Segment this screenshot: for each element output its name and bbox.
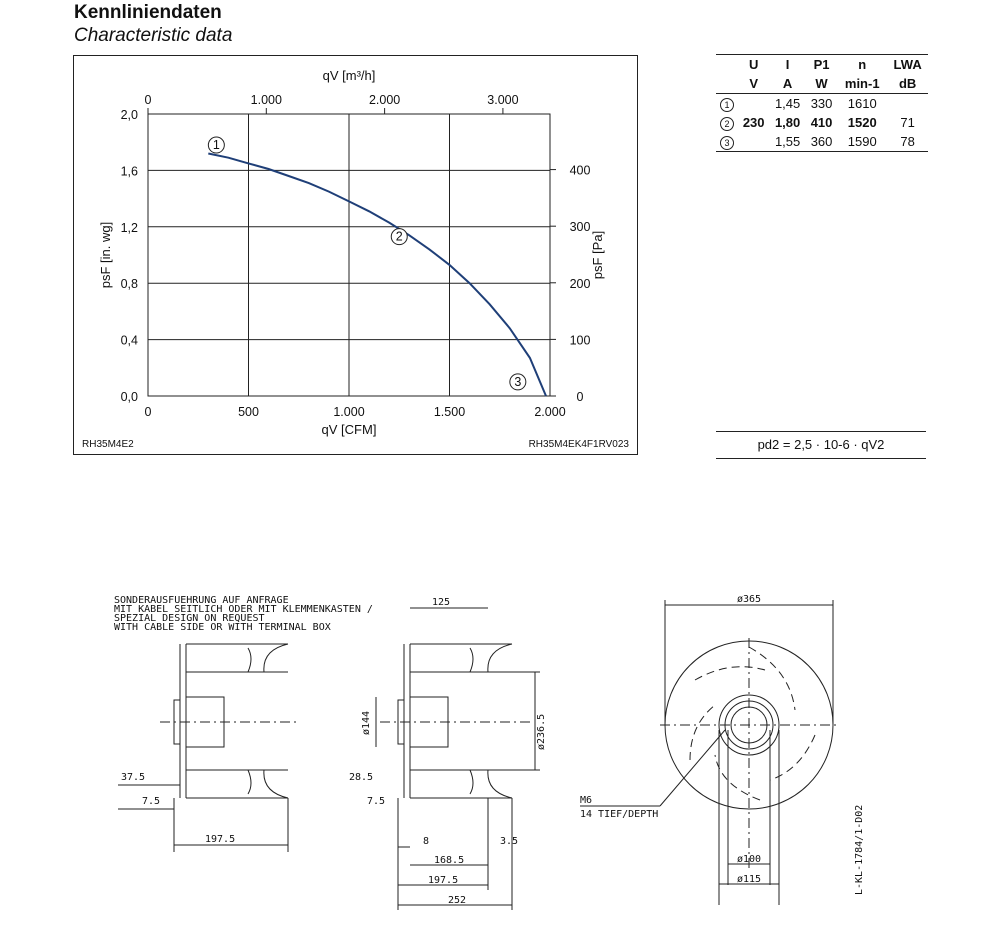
thread-depth-label: 14 TIEF/DEPTH [580, 809, 658, 820]
page-title-en: Characteristic data [74, 25, 233, 46]
dim-label: 197.5 [205, 834, 235, 845]
drawing-code: L-KL-1784/1-D02 [854, 805, 865, 895]
drawing-note-line: WITH CABLE SIDE OR WITH TERMINAL BOX [114, 622, 331, 633]
spec-unit-v: V [738, 74, 770, 94]
drawing-note-line: SONDERAUSFUEHRUNG AUF ANFRAGE [114, 595, 289, 606]
series-line [208, 152, 547, 397]
x-top-tick-label: 1.000 [251, 93, 282, 107]
spec-head-u: U [738, 54, 770, 74]
y-left-tick-label: 2,0 [121, 108, 138, 122]
thread-label: M6 [580, 795, 592, 806]
table-cell: 230 [742, 115, 765, 130]
table-cell [887, 94, 928, 114]
x-bottom-tick-label: 2.000 [534, 405, 565, 419]
dim-label: ø236.5 [536, 714, 547, 750]
point-marker [509, 373, 527, 391]
drawing-note-line: SPEZIAL DESIGN ON REQUEST [114, 613, 265, 624]
x-bottom-tick-label: 1.500 [434, 405, 465, 419]
dim-label: 7.5 [142, 796, 160, 807]
dim-label: ø365 [737, 594, 761, 605]
y-left-tick-label: 0,8 [121, 277, 138, 291]
table-cell: 1,80 [774, 115, 801, 130]
point-marker [207, 136, 225, 154]
spec-unit-db: dB [887, 74, 928, 94]
point-marker-label: 1 [213, 138, 220, 152]
spec-head-lwa: LWA [887, 54, 928, 74]
table-cell [738, 132, 770, 152]
x-bottom-tick-label: 0 [145, 405, 152, 419]
point-marker-icon: 3 [720, 135, 734, 150]
y-right-tick-label: 100 [570, 333, 591, 347]
dim-label: 8 [423, 836, 429, 847]
spec-unit-min: min-1 [837, 74, 888, 94]
table-cell: 1,55 [769, 132, 806, 152]
dimension-drawing: SONDERAUSFUEHRUNG AUF ANFRAGE MIT KABEL … [114, 594, 865, 910]
table-cell: 1610 [847, 96, 877, 111]
side-view-middle [375, 607, 540, 910]
dim-label: 3.5 [500, 836, 518, 847]
y-left-tick-label: 0,0 [121, 390, 138, 404]
x-top-axis-label: qV [m³/h] [323, 68, 376, 83]
dim-label: 125 [432, 597, 450, 608]
spec-table: U I P1 n LWA V A W min-1 dB 1 1,45 330 1… [716, 54, 928, 152]
spec-unit-w: W [805, 74, 838, 94]
dim-label: ø144 [361, 711, 372, 735]
y-left-tick-label: 0,4 [121, 334, 138, 348]
dim-label: 197.5 [428, 875, 458, 886]
chart-canvas: 0 500 1.000 1.500 2.000 0,0 0,4 0,8 1,2 1,6 2,0 0 1.… [98, 68, 605, 437]
table-cell: 71 [900, 115, 915, 130]
y-left-tick-label: 1,6 [121, 164, 138, 178]
spec-head-i: I [769, 54, 806, 74]
point-marker-icon: 2 [720, 116, 734, 131]
dim-label: 7.5 [367, 796, 385, 807]
y-left-tick-label: 1,2 [121, 221, 138, 235]
point-marker-label: 3 [514, 375, 521, 389]
y-right-tick-label: 0 [577, 390, 584, 404]
table-cell: 330 [810, 96, 833, 111]
dim-label: ø100 [737, 854, 761, 865]
x-top-tick-label: 2.000 [369, 93, 400, 107]
table-cell: 1590 [837, 132, 888, 152]
spec-head-n: n [837, 54, 888, 74]
point-marker-icon: 1 [720, 97, 734, 112]
table-cell: 1520 [847, 115, 877, 130]
dim-label: 37.5 [121, 772, 145, 783]
table-cell: 1,45 [774, 96, 801, 111]
y-left-axis-label: psF [in. wg] [98, 222, 113, 288]
spec-row-3: 3 1,55 360 1590 78 [716, 132, 928, 152]
spec-row-2: 2 230 1,80 410 1520 71 [716, 113, 928, 132]
y-right-tick-label: 300 [570, 220, 591, 234]
dim-label: 28.5 [349, 772, 373, 783]
x-top-tick-label: 3.000 [487, 93, 518, 107]
x-bottom-tick-label: 500 [238, 405, 259, 419]
spec-unit-row: V A W min-1 dB [716, 74, 928, 94]
spec-unit-a: A [769, 74, 806, 94]
table-cell [738, 94, 769, 114]
table-cell: 410 [810, 115, 833, 130]
side-view-left [118, 643, 300, 852]
x-bottom-tick-label: 1.000 [333, 405, 364, 419]
x-bottom-axis-label: qV [CFM] [322, 422, 377, 437]
dim-label: 168.5 [434, 855, 464, 866]
table-cell: 360 [805, 132, 838, 152]
y-right-axis-label: psF [Pa] [590, 231, 605, 279]
dim-label: 252 [448, 895, 466, 906]
spec-row-1: 1 1,45 330 1610 [716, 94, 928, 114]
table-cell: 78 [887, 132, 928, 152]
x-top-tick-label: 0 [145, 93, 152, 107]
dim-label: ø115 [737, 874, 761, 885]
point-marker-label: 2 [396, 230, 403, 244]
front-view [580, 600, 840, 905]
chart-footer-right: RH35M4EK4F1RV023 [528, 439, 629, 450]
chart-footer-left: RH35M4E2 [82, 439, 134, 450]
point-marker [390, 228, 408, 246]
y-right-tick-label: 200 [570, 277, 591, 291]
spec-head-p1: P1 [805, 54, 838, 74]
drawing-note-line: MIT KABEL SEITLICH ODER MIT KLEMMENKASTE… [114, 604, 373, 615]
spec-header-row: U I P1 n LWA [716, 54, 928, 74]
page-title-de: Kennliniendaten [74, 2, 222, 23]
formula-box: pd2 = 2,5 · 10-6 · qV2 [716, 431, 926, 459]
characteristic-chart: 0 500 1.000 1.500 2.000 0,0 0,4 0,8 1,2 1,6 2,0 0 1.… [73, 55, 638, 455]
y-right-tick-label: 400 [570, 164, 591, 178]
